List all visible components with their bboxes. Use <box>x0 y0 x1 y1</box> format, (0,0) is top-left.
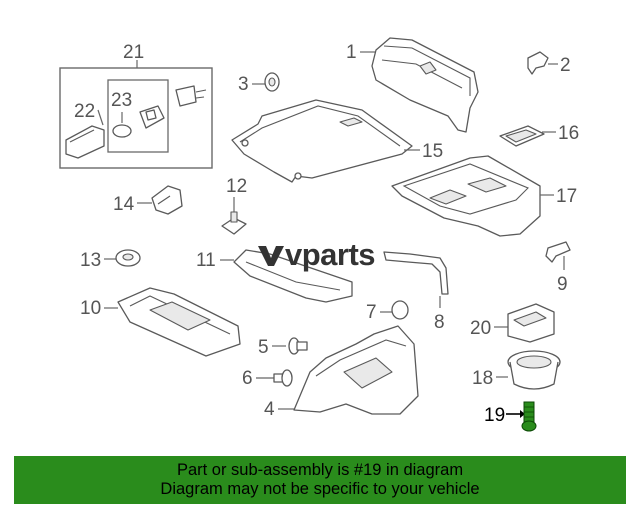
callout-23: 23 <box>111 90 132 111</box>
part-group-21: 21 22 23 <box>59 42 213 169</box>
callout-3: 3 <box>238 74 249 95</box>
bulb-part <box>112 105 165 138</box>
part-13-grommet: 13 <box>80 249 141 271</box>
part-12-clip: 12 <box>221 176 247 235</box>
callout-13: 13 <box>80 250 101 271</box>
part-5-fastener: 5 <box>258 337 308 358</box>
info-banner: Part or sub-assembly is #19 in diagram D… <box>14 456 626 504</box>
callout-17: 17 <box>556 186 577 207</box>
part-6-fastener: 6 <box>242 368 293 389</box>
banner-line-2: Diagram may not be specific to your vehi… <box>160 480 480 498</box>
callout-8: 8 <box>434 312 445 333</box>
callout-9: 9 <box>557 274 568 295</box>
callout-22: 22 <box>74 101 95 122</box>
callout-6: 6 <box>242 368 253 389</box>
callout-10: 10 <box>80 298 101 319</box>
callout-15: 15 <box>422 141 443 162</box>
callout-1: 1 <box>346 42 357 63</box>
parts-diagram: 21 22 23 3 15 1 2 16 <box>59 37 579 432</box>
banner-line-1: Part or sub-assembly is #19 in diagram <box>176 461 464 479</box>
callout-4: 4 <box>264 399 275 420</box>
part-20-bracket: 20 <box>470 303 555 343</box>
part-16-bracket: 16 <box>499 123 579 147</box>
watermark-text: vparts <box>285 237 375 272</box>
part-2-clip: 2 <box>527 51 571 76</box>
part-11-sill-trim: 11 <box>196 249 353 303</box>
callout-16: 16 <box>558 123 579 144</box>
lamp-socket-part <box>175 85 207 107</box>
callout-5: 5 <box>258 337 269 358</box>
part-9-pin: 9 <box>545 241 571 295</box>
part-14-cover: 14 <box>113 185 183 215</box>
callout-14: 14 <box>113 194 135 215</box>
callout-11: 11 <box>196 250 216 271</box>
callout-7: 7 <box>366 302 377 323</box>
part-4-quarter-trim: 4 <box>264 325 419 420</box>
callout-21: 21 <box>123 42 144 63</box>
callout-19: 19 <box>484 405 505 426</box>
part-7-plug: 7 <box>366 300 409 323</box>
part-3-grommet: 3 <box>238 72 280 95</box>
callout-2: 2 <box>560 55 571 76</box>
callout-12: 12 <box>226 176 247 197</box>
lamp-lens-part <box>65 125 105 159</box>
watermark-logo: vparts <box>258 237 376 272</box>
part-18-holder: 18 <box>472 350 561 390</box>
part-8-weatherstrip: 8 <box>383 251 449 333</box>
part-19-highlighted-bolt[interactable]: 19 <box>484 401 537 432</box>
part-1-rear-trim: 1 <box>346 37 479 133</box>
part-10-jack-tray: 10 <box>80 287 241 357</box>
part-15-floor-panel: 15 <box>231 99 443 183</box>
part-17-storage-tray: 17 <box>391 155 577 237</box>
callout-18: 18 <box>472 368 493 389</box>
callout-20: 20 <box>470 318 491 339</box>
